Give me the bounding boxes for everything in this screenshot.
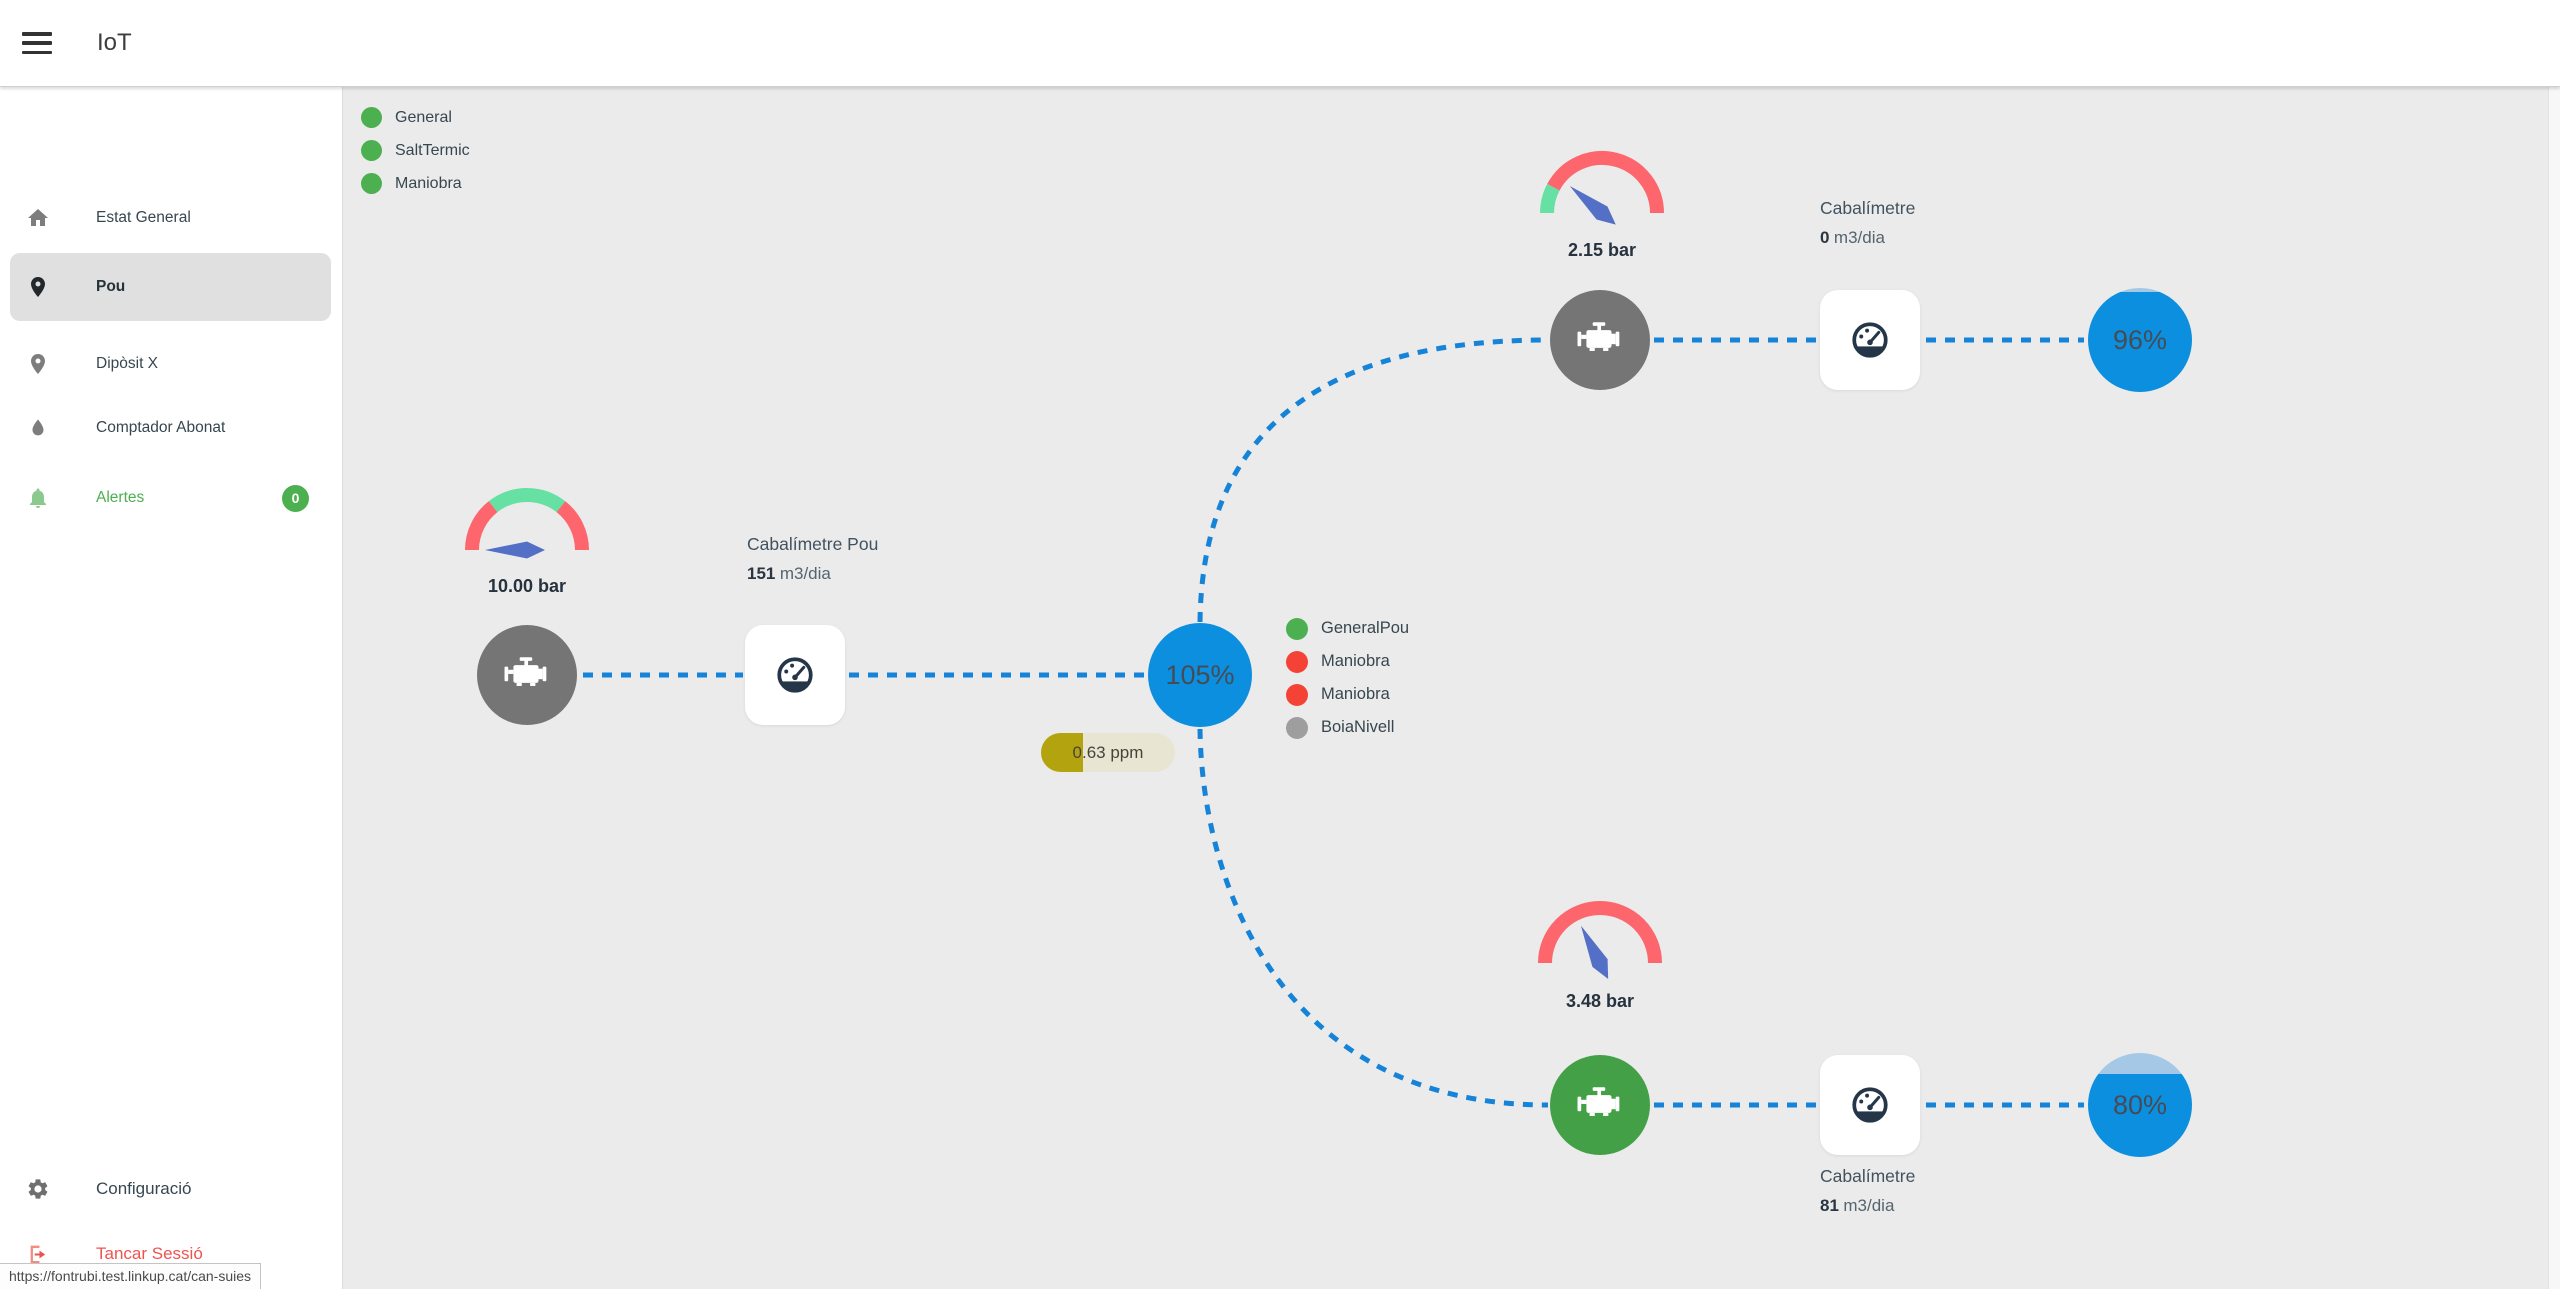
sidebar-item-estat-general[interactable]: Estat General (10, 187, 331, 249)
legend-label: BoiaNivell (1321, 718, 1395, 736)
tank-legend-item: BoiaNivell (1286, 711, 1409, 744)
sidebar-item-pou[interactable]: Pou (10, 253, 331, 321)
logout-icon (26, 1242, 50, 1266)
diagram-canvas (343, 87, 2548, 1289)
tank-legend-item: Maniobra (1286, 678, 1409, 711)
flow-meter-unit: m3/dia (779, 564, 831, 583)
tank-level-label: 96% (2112, 324, 2168, 355)
sidebar-item-configuracio[interactable]: Configuració (10, 1158, 331, 1220)
sidebar-item-comptador-abonat[interactable]: Comptador Abonat (10, 397, 331, 459)
alertes-count-badge: 0 (282, 484, 309, 512)
sidebar-item-tancar-sessio[interactable]: Tancar Sessió (10, 1223, 331, 1285)
hamburger-icon (22, 32, 52, 36)
engine-icon (504, 657, 547, 686)
sidebar-item-alertes[interactable]: Alertes 0 (10, 467, 331, 529)
water-drop-icon (26, 416, 50, 440)
sidebar-item-diposit-x[interactable]: Dipòsit X (10, 333, 331, 395)
legend-label: Maniobra (1321, 685, 1390, 703)
flow-meter-icon (777, 657, 813, 693)
flow-meter-unit: m3/dia (1833, 228, 1885, 247)
tank-legend-item: Maniobra (1286, 645, 1409, 678)
legend-dot-icon (361, 173, 382, 194)
flow-meter-label-avall: Cabalímetre 81 m3/dia (1820, 1166, 1915, 1216)
menu-toggle-button[interactable] (22, 32, 52, 54)
flow-meter-node-amunt[interactable] (1820, 290, 1920, 390)
tank-level-node-avall[interactable]: 80% (2088, 1053, 2192, 1157)
home-icon (26, 206, 50, 230)
sidebar-item-label: Pou (96, 278, 126, 295)
chlorine-ppm-badge: 0.63 ppm (1041, 733, 1175, 772)
chlorine-ppm-fill (1041, 733, 1083, 772)
flow-meter-node-avall[interactable] (1820, 1055, 1920, 1155)
canvas-legend-item: General (361, 101, 470, 134)
tank-level-label: 105% (1165, 659, 1235, 690)
pump-node-amunt[interactable] (1550, 290, 1650, 390)
sidebar-item-label: Dipòsit X (96, 355, 159, 372)
legend-label: Maniobra (1321, 652, 1390, 670)
flow-meter-title: Cabalímetre (1820, 198, 1916, 218)
canvas-legend-item: Maniobra (361, 167, 470, 200)
vertical-scrollbar[interactable] (2548, 0, 2560, 1289)
legend-dot-icon (1286, 683, 1308, 706)
sidebar-item-label: Configuració (96, 1179, 192, 1198)
legend-label: SaltTermic (395, 141, 470, 159)
legend-dot-icon (361, 107, 382, 128)
sidebar: Estat General Pou Dipòsit X Comptador Ab… (0, 87, 343, 1289)
topbar: IoT (0, 0, 2560, 87)
flow-meter-title: Cabalímetre (1820, 1166, 1916, 1186)
engine-icon (1577, 322, 1620, 351)
tank-level-label: 80% (2112, 1089, 2168, 1120)
legend-dot-icon (1286, 650, 1308, 673)
flow-meter-value: 151 (747, 564, 776, 583)
flow-meter-label-pou: Cabalímetre Pou 151 m3/dia (747, 534, 878, 584)
sidebar-item-label: Alertes (96, 489, 145, 506)
legend-label: General (395, 108, 452, 126)
flow-meter-icon (1852, 322, 1888, 358)
tank-legend-item: GeneralPou (1286, 612, 1409, 645)
legend-dot-icon (1286, 617, 1308, 640)
app-title: IoT (97, 29, 132, 56)
flow-meter-node-pou[interactable] (745, 625, 845, 725)
sidebar-item-label: Tancar Sessió (96, 1244, 203, 1263)
flow-meter-value: 81 (1820, 1196, 1839, 1215)
pump-node-pou[interactable] (477, 625, 577, 725)
gear-icon (26, 1177, 50, 1201)
flow-meter-icon (1852, 1087, 1888, 1123)
tank-level-node-pou[interactable]: 105% (1148, 623, 1252, 727)
link-preview-statusbar: https://fontrubi.test.linkup.cat/can-sui… (0, 1263, 262, 1289)
flow-meter-title: Cabalímetre Pou (747, 534, 879, 554)
legend-label: Maniobra (395, 174, 462, 192)
flow-meter-label-amunt: Cabalímetre 0 m3/dia (1820, 198, 1915, 248)
canvas-legend-item: SaltTermic (361, 134, 470, 167)
gauge-value-avall: 3.48 bar (1565, 991, 1635, 1011)
sidebar-item-label: Estat General (96, 209, 191, 226)
bell-icon (26, 486, 50, 510)
map-pin-icon (26, 352, 50, 376)
flow-meter-unit: m3/dia (1843, 1196, 1895, 1215)
pump-node-avall[interactable] (1550, 1055, 1650, 1155)
legend-dot-icon (1286, 716, 1308, 739)
sidebar-item-label: Comptador Abonat (96, 419, 226, 436)
engine-icon (1577, 1087, 1620, 1116)
chlorine-ppm-value: 0.63 ppm (1072, 742, 1144, 762)
tank-level-node-amunt[interactable]: 96% (2088, 288, 2192, 392)
flow-meter-value: 0 (1820, 228, 1830, 247)
gauge-value-amunt: 2.15 bar (1567, 240, 1637, 260)
gauge-value-pou: 10.00 bar (487, 576, 567, 596)
legend-label: GeneralPou (1321, 619, 1410, 637)
map-pin-icon (26, 275, 50, 299)
legend-dot-icon (361, 140, 382, 161)
